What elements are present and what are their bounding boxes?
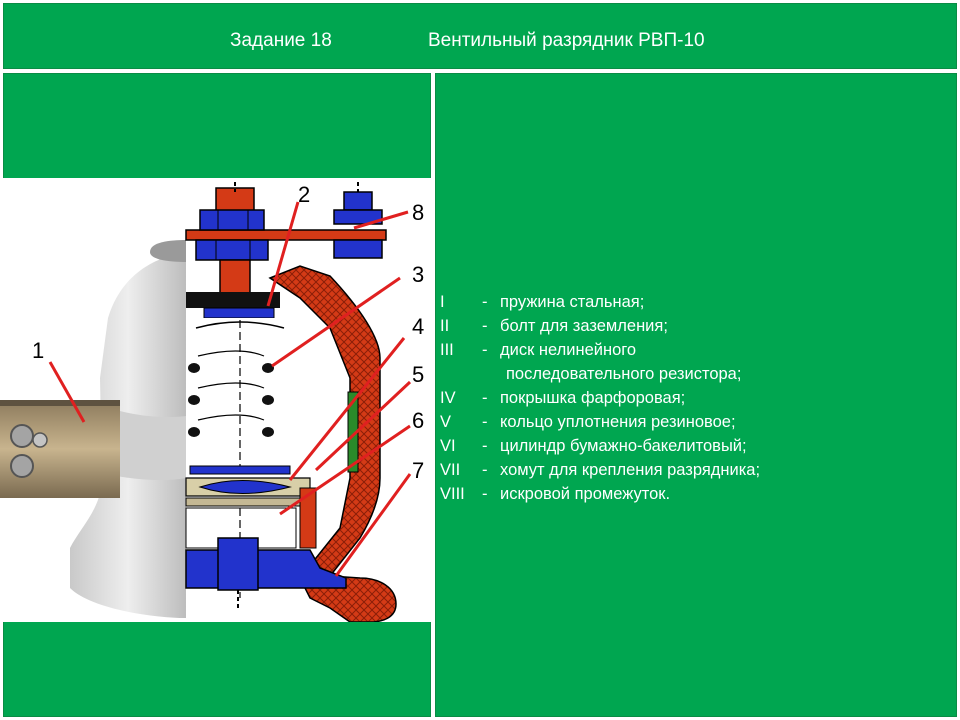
- callout-2: 2: [298, 182, 310, 207]
- callout-4: 4: [412, 314, 424, 339]
- arrester-diagram: 1 2 3 4 5 6 7 8: [0, 178, 434, 622]
- title-bar: Задание 18 Вентильный разрядник РВП-10: [3, 3, 957, 69]
- housing-section: [268, 265, 397, 622]
- leader-lines: [48, 201, 412, 577]
- callout-3: 3: [412, 262, 424, 287]
- callout-8: 8: [412, 200, 424, 225]
- callout-5: 5: [412, 362, 424, 387]
- porcelain-insulator: [70, 240, 186, 618]
- callout-7: 7: [412, 458, 424, 483]
- spring: [188, 318, 286, 468]
- task-number: Задание 18: [230, 30, 332, 51]
- clamp: [0, 400, 120, 498]
- slide-title: Вентильный разрядник РВП-10: [428, 30, 705, 51]
- right-panel: [435, 73, 957, 717]
- callout-6: 6: [412, 408, 424, 433]
- callout-1: 1: [32, 338, 44, 363]
